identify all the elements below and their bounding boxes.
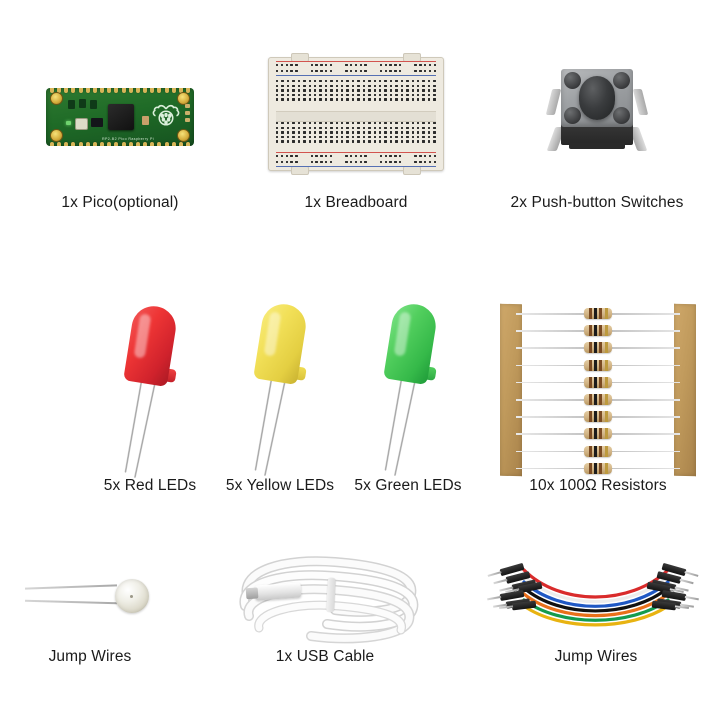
- resistor-row: [516, 445, 680, 458]
- coiled-usb-cable-icon: [215, 550, 435, 654]
- kit-item-pico[interactable]: RP2-B2 Pico Raspberry Pi 1x Pico(optiona…: [20, 82, 220, 222]
- resistor-tape-strip-icon: [498, 300, 698, 480]
- breadboard-hole-group: [276, 70, 298, 73]
- jumper-wire-bundle-icon: [480, 552, 710, 648]
- pico-silkscreen-text: RP2-B2 Pico Raspberry Pi: [102, 137, 154, 141]
- item-label-breadboard: 1x Breadboard: [304, 194, 408, 211]
- photoresistor-ldr-icon: [15, 555, 165, 645]
- breadboard-hole-group: [379, 161, 402, 164]
- breadboard-hole-group: [414, 64, 436, 67]
- kit-item-push-button-switches[interactable]: 2x Push-button Switches: [492, 55, 702, 223]
- breadboard-row: [276, 126, 436, 129]
- item-label-yellow-leds: 5x Yellow LEDs: [225, 477, 335, 494]
- item-label-resistors: 10x 100Ω Resistors: [529, 477, 667, 494]
- resistor-row: [516, 359, 680, 372]
- tactile-push-button-switch-icon: [545, 55, 649, 163]
- kit-item-breadboard[interactable]: 1x Breadboard: [253, 53, 459, 222]
- breadboard-hole-group: [345, 64, 367, 67]
- item-label-usb-cable: 1x USB Cable: [275, 648, 375, 665]
- breadboard-hole-group: [310, 70, 333, 73]
- breadboard-row: [276, 140, 436, 143]
- resistor-row: [516, 394, 680, 406]
- kit-item-jump-wires-bundle[interactable]: Jump Wires: [478, 552, 714, 680]
- raspberry-pi-logo-icon: [152, 104, 180, 126]
- item-label-push-button-switches: 2x Push-button Switches: [510, 194, 684, 211]
- jumper-wire: [522, 598, 670, 622]
- breadboard-row: [276, 93, 436, 97]
- resistor-row: [516, 308, 680, 320]
- breadboard-hole-group: [310, 161, 333, 164]
- breadboard-hole-group: [310, 64, 333, 67]
- mounting-hole-icon: [50, 92, 63, 105]
- breadboard-hole-group: [276, 64, 298, 67]
- kit-item-yellow-leds[interactable]: 5x Yellow LEDs: [165, 300, 395, 500]
- breadboard-hole-group: [276, 161, 298, 164]
- jumper-wire: [522, 580, 670, 608]
- breadboard-row: [276, 122, 436, 125]
- resistor-row: [516, 411, 680, 423]
- raspberry-pi-pico-board-icon: RP2-B2 Pico Raspberry Pi: [40, 82, 200, 154]
- breadboard-row: [276, 80, 436, 83]
- breadboard-hole-group: [345, 70, 367, 73]
- kit-item-red-leds[interactable]: 5x Red LEDs: [35, 300, 265, 500]
- status-led-icon: [66, 121, 71, 125]
- usb-a-connector-icon: [254, 582, 302, 601]
- resistor-row: [516, 462, 680, 475]
- breadboard-hole-group: [414, 155, 436, 158]
- breadboard-hole-group: [379, 64, 402, 67]
- button-cap-icon: [579, 76, 615, 120]
- breadboard-row: [276, 98, 436, 101]
- bootsel-button-icon: [75, 118, 88, 130]
- breadboard-hole-group: [414, 161, 436, 164]
- mounting-hole-icon: [177, 129, 190, 142]
- item-label-jump-wires-single: Jump Wires: [48, 648, 132, 665]
- breadboard-hole-group: [414, 70, 436, 73]
- breadboard-row: [276, 89, 436, 92]
- resistor-row: [516, 342, 680, 354]
- resistor-row: [516, 376, 680, 389]
- item-label-green-leds: 5x Green LEDs: [354, 477, 462, 494]
- breadboard-hole-group: [379, 155, 402, 158]
- item-label-red-leds: 5x Red LEDs: [103, 477, 197, 494]
- breadboard-row: [276, 84, 436, 87]
- solderless-breadboard-icon: [268, 53, 444, 175]
- jumper-wire: [522, 586, 670, 613]
- item-label-pico: 1x Pico(optional): [61, 194, 179, 211]
- kit-item-usb-cable[interactable]: 1x USB Cable: [215, 550, 435, 680]
- kit-item-resistors[interactable]: 10x 100Ω Resistors: [490, 300, 706, 500]
- breadboard-row: [276, 131, 436, 134]
- breadboard-hole-group: [276, 155, 298, 158]
- kit-item-jump-wires-single[interactable]: Jump Wires: [5, 555, 175, 680]
- mounting-hole-icon: [50, 129, 63, 142]
- breadboard-hole-group: [345, 155, 367, 158]
- jumper-wire: [522, 604, 670, 627]
- led-5mm-green-icon: [355, 298, 465, 476]
- breadboard-hole-group: [310, 155, 333, 158]
- item-label-jump-wires-bundle: Jump Wires: [554, 648, 638, 665]
- rp2040-chip-icon: [108, 104, 134, 130]
- breadboard-hole-group: [345, 161, 367, 164]
- breadboard-row: [276, 135, 436, 139]
- breadboard-hole-group: [379, 70, 402, 73]
- resistor-row: [516, 325, 680, 337]
- kit-item-green-leds[interactable]: 5x Green LEDs: [293, 300, 523, 500]
- resistor-row: [516, 428, 680, 440]
- mounting-hole-icon: [177, 92, 190, 105]
